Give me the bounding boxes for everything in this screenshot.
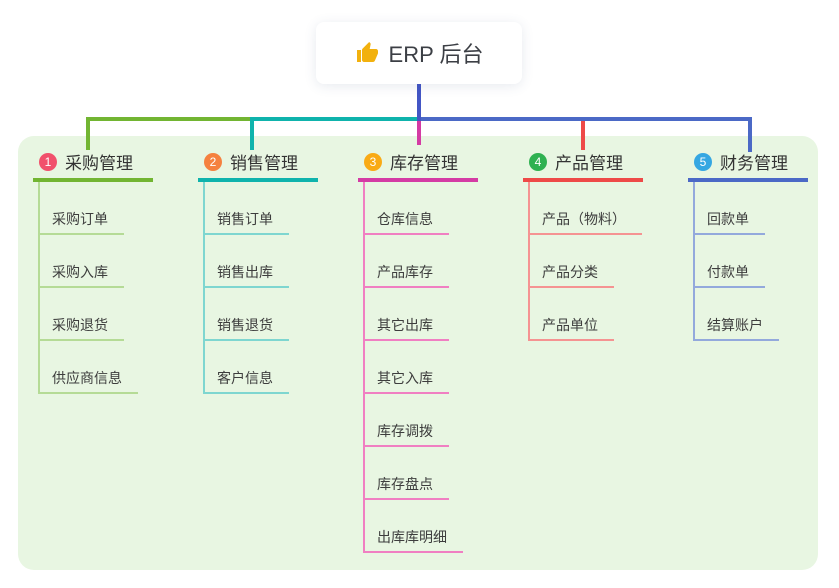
connector-sales-horizontal (250, 117, 421, 121)
branch-children: 回款单 付款单 结算账户 (693, 182, 808, 341)
branch-header-sales[interactable]: 2 销售管理 (198, 146, 318, 182)
child-node[interactable]: 产品库存 (365, 235, 449, 288)
child-node[interactable]: 仓库信息 (365, 182, 449, 235)
branch-number-badge: 1 (39, 152, 57, 171)
child-node[interactable]: 产品单位 (530, 288, 614, 341)
child-node[interactable]: 采购订单 (40, 182, 124, 235)
child-node[interactable]: 库存调拨 (365, 394, 449, 447)
child-node[interactable]: 回款单 (695, 182, 765, 235)
branch-number-badge: 5 (694, 152, 712, 171)
branch-children: 产品（物料） 产品分类 产品单位 (528, 182, 643, 341)
child-node[interactable]: 销售退货 (205, 288, 289, 341)
connector-sales-drop (250, 117, 254, 150)
branch-finance: 5 财务管理 回款单 付款单 结算账户 (688, 146, 808, 341)
child-node[interactable]: 库存盘点 (365, 447, 449, 500)
branch-sales: 2 销售管理 销售订单 销售出库 销售退货 客户信息 (198, 146, 318, 394)
branch-number-badge: 3 (364, 152, 382, 171)
root-stem-connector (417, 84, 421, 121)
connector-procurement-drop (86, 117, 90, 150)
child-node[interactable]: 出库库明细 (365, 500, 463, 553)
branch-number-badge: 2 (204, 152, 222, 171)
branch-header-inventory[interactable]: 3 库存管理 (358, 146, 478, 182)
thumbs-up-icon (355, 41, 379, 65)
branch-procurement: 1 采购管理 采购订单 采购入库 采购退货 供应商信息 (33, 146, 153, 394)
branch-inventory: 3 库存管理 仓库信息 产品库存 其它出库 其它入库 库存调拨 库存盘点 出库库… (358, 146, 478, 553)
branch-header-finance[interactable]: 5 财务管理 (688, 146, 808, 182)
child-node[interactable]: 产品分类 (530, 235, 614, 288)
child-node[interactable]: 供应商信息 (40, 341, 138, 394)
child-node[interactable]: 客户信息 (205, 341, 289, 394)
branch-number-badge: 4 (529, 152, 547, 171)
branch-children: 销售订单 销售出库 销售退货 客户信息 (203, 182, 318, 394)
branch-header-procurement[interactable]: 1 采购管理 (33, 146, 153, 182)
branch-label: 销售管理 (230, 154, 298, 173)
branches-panel (18, 136, 818, 570)
connector-finance-horizontal (419, 117, 752, 121)
connector-product-drop (581, 121, 585, 150)
child-node[interactable]: 其它入库 (365, 341, 449, 394)
child-node[interactable]: 销售订单 (205, 182, 289, 235)
branch-label: 财务管理 (720, 154, 788, 173)
connector-inventory-drop (417, 121, 421, 145)
branch-label: 库存管理 (390, 154, 458, 173)
child-node[interactable]: 产品（物料） (530, 182, 642, 235)
child-node[interactable]: 付款单 (695, 235, 765, 288)
child-node[interactable]: 采购退货 (40, 288, 124, 341)
child-node[interactable]: 结算账户 (695, 288, 779, 341)
branch-label: 采购管理 (65, 154, 133, 173)
branch-children: 仓库信息 产品库存 其它出库 其它入库 库存调拨 库存盘点 出库库明细 (363, 182, 478, 553)
connector-finance-drop (748, 117, 752, 152)
branch-product: 4 产品管理 产品（物料） 产品分类 产品单位 (523, 146, 643, 341)
root-label: ERP 后台 (388, 42, 484, 67)
root-node[interactable]: ERP 后台 (316, 22, 522, 84)
child-node[interactable]: 销售出库 (205, 235, 289, 288)
branch-header-product[interactable]: 4 产品管理 (523, 146, 643, 182)
branch-label: 产品管理 (555, 154, 623, 173)
child-node[interactable]: 采购入库 (40, 235, 124, 288)
branch-children: 采购订单 采购入库 采购退货 供应商信息 (38, 182, 153, 394)
child-node[interactable]: 其它出库 (365, 288, 449, 341)
